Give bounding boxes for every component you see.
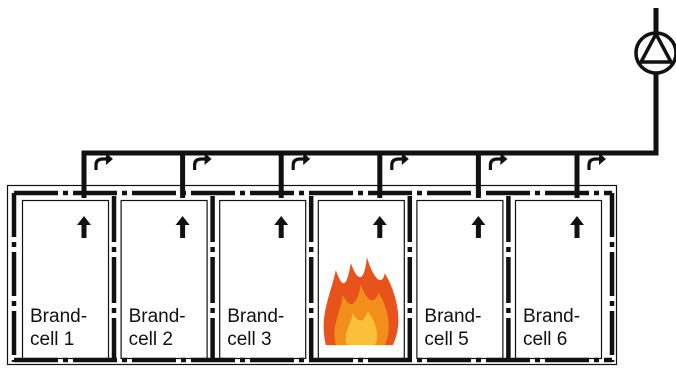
cell-outline	[416, 199, 504, 360]
cell-label-line1: Brand-	[30, 306, 87, 327]
cell-4	[317, 153, 413, 360]
damper-arrow-icon	[488, 153, 508, 170]
cell-label-line2: cell 5	[424, 329, 468, 350]
damper-arrow-icon	[94, 153, 113, 170]
cell-5: Brand-cell 5	[416, 153, 511, 360]
cell-outline	[219, 199, 307, 360]
cell-outline	[514, 199, 603, 360]
cell-label-line1: Brand-	[129, 306, 186, 327]
cell-label-line1: Brand-	[227, 306, 284, 327]
damper-arrow-icon	[193, 153, 212, 170]
damper-arrow-icon	[587, 153, 606, 170]
building-outline	[6, 184, 618, 366]
cell-outline	[120, 199, 208, 360]
arrow-up-icon	[471, 216, 486, 238]
cell-6: Brand-cell 6	[514, 153, 606, 360]
cell-label-line2: cell 6	[523, 329, 567, 350]
cell-label-line1: Brand-	[424, 306, 481, 327]
arrow-up-icon	[274, 216, 289, 238]
cell-1: Brand-cell 1	[21, 153, 117, 360]
arrow-up-icon	[570, 216, 584, 238]
cell-outline	[317, 199, 405, 360]
cell-3: Brand-cell 3	[219, 153, 314, 360]
cell-label-line2: cell 2	[129, 329, 173, 350]
arrow-up-icon	[175, 216, 190, 238]
arrow-up-icon	[372, 216, 387, 238]
fan-icon	[634, 30, 676, 75]
cell-outline	[21, 199, 110, 360]
damper-arrow-icon	[390, 153, 409, 170]
damper-arrow-icon	[291, 153, 311, 170]
main-duct	[81, 8, 659, 198]
cell-label-line2: cell 3	[227, 329, 271, 350]
cell-label-line2: cell 1	[30, 329, 74, 350]
cell-label-line1: Brand-	[523, 306, 580, 327]
fire-icon	[323, 257, 399, 345]
arrow-up-icon	[77, 216, 91, 238]
cell-2: Brand-cell 2	[120, 153, 215, 360]
